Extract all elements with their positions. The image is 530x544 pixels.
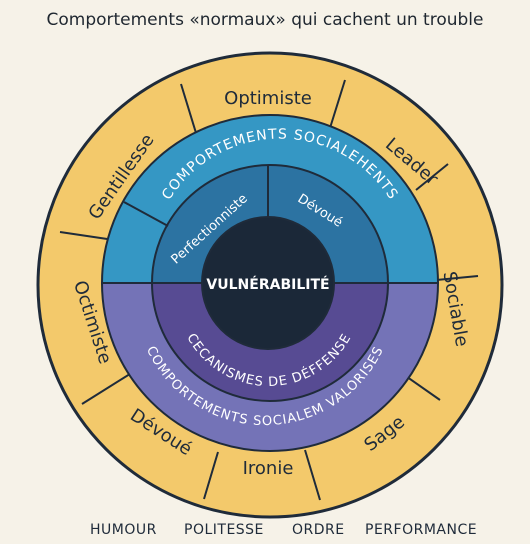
bottom-label-ordre: ORDRE bbox=[292, 522, 345, 538]
outer-label-ironie: Ironie bbox=[243, 458, 294, 479]
middle-ring-divider bbox=[123, 201, 169, 227]
center-label: VULNÉRABILITÉ bbox=[206, 276, 329, 293]
outer-ring-dividers bbox=[59, 79, 479, 501]
diagram-title: Comportements «normaux» qui cachent un t… bbox=[46, 10, 484, 30]
outer-label-optimiste: Optimiste bbox=[224, 88, 312, 109]
bottom-label-performance: PERFORMANCE bbox=[365, 522, 478, 538]
bottom-label-politesse: POLITESSE bbox=[184, 522, 264, 538]
center-circle bbox=[201, 216, 335, 350]
bottom-label-humour: HUMOUR bbox=[90, 522, 157, 538]
